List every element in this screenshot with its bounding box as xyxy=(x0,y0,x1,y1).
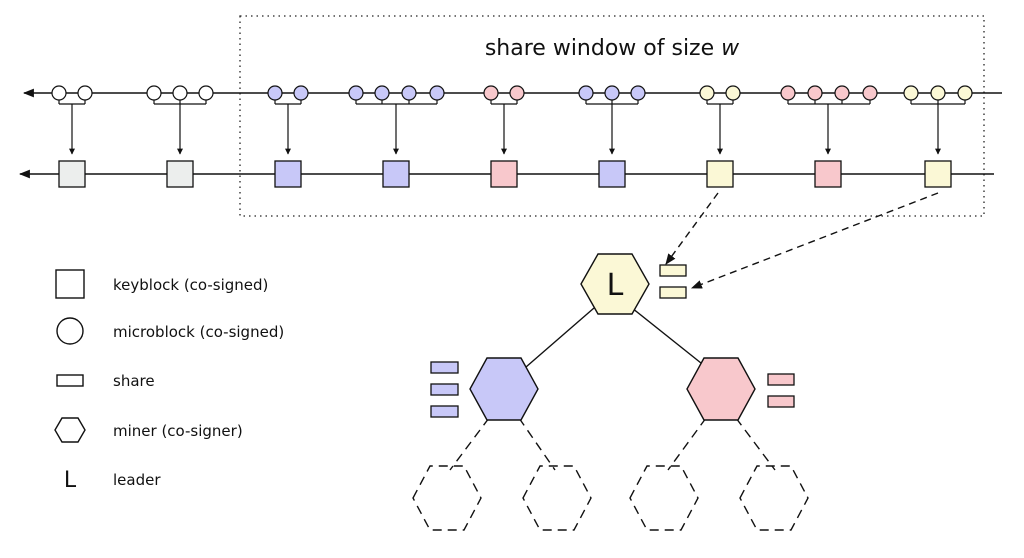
microblock-group xyxy=(699,85,741,155)
share xyxy=(659,286,687,299)
microblock xyxy=(834,85,850,101)
miner-placeholder xyxy=(412,465,482,531)
microblock xyxy=(957,85,973,101)
share xyxy=(767,395,795,408)
miner-placeholder xyxy=(522,465,592,531)
window-size-variable: w xyxy=(721,36,740,61)
microblock xyxy=(725,85,741,101)
share-icon xyxy=(56,374,84,387)
microblock xyxy=(509,85,525,101)
microblock xyxy=(903,85,919,101)
tree-edge xyxy=(525,307,595,368)
tree-edge-dashed xyxy=(449,417,490,471)
microblock xyxy=(578,85,594,101)
miner-pink xyxy=(686,357,756,421)
keyblock xyxy=(814,160,842,188)
keyblock xyxy=(58,160,86,188)
tree-edge-dashed xyxy=(518,417,556,471)
microblock xyxy=(401,85,417,101)
microblock xyxy=(483,85,499,101)
microblock xyxy=(807,85,823,101)
microblock xyxy=(699,85,715,101)
legend: keyblock (co-signed) microblock (co-sign… xyxy=(54,269,284,493)
microblock xyxy=(374,85,390,101)
share xyxy=(430,405,459,418)
microblock xyxy=(146,85,162,101)
microblock-group xyxy=(146,85,214,155)
microblock xyxy=(198,85,214,101)
leader-miner xyxy=(580,253,650,315)
tree-edge xyxy=(631,307,707,368)
share xyxy=(659,264,687,277)
share-window-title: share window of size w xyxy=(485,36,740,61)
microblock xyxy=(780,85,796,101)
share-window-box xyxy=(239,15,985,217)
microblock xyxy=(172,85,188,101)
microblock xyxy=(930,85,946,101)
microblock xyxy=(630,85,646,101)
miner-placeholder xyxy=(739,465,809,531)
share xyxy=(430,361,459,374)
legend-label-share: share xyxy=(113,372,155,390)
microblock-group xyxy=(51,85,93,155)
microblock-group xyxy=(348,85,445,155)
keyblock xyxy=(166,160,194,188)
microblock xyxy=(267,85,283,101)
microblock-group xyxy=(578,85,646,155)
microblock xyxy=(51,85,67,101)
tree-edge-dashed xyxy=(667,417,707,471)
microblock xyxy=(604,85,620,101)
share-link xyxy=(665,192,719,265)
legend-label-leader: leader xyxy=(113,471,161,489)
microblock xyxy=(77,85,93,101)
miner-placeholder xyxy=(629,465,699,531)
miner-icon xyxy=(54,417,86,443)
share-link xyxy=(690,192,939,289)
legend-label-microblock: microblock (co-signed) xyxy=(113,323,284,341)
keyblock xyxy=(382,160,410,188)
keyblock-icon xyxy=(55,269,85,299)
keyblock xyxy=(598,160,626,188)
microblock xyxy=(429,85,445,101)
keyblock xyxy=(924,160,952,188)
leader-label: L xyxy=(607,268,624,303)
microblock xyxy=(348,85,364,101)
leader-icon: L xyxy=(64,468,77,493)
share-window-title-text: share window of size xyxy=(485,36,721,61)
legend-label-miner: miner (co-signer) xyxy=(113,422,243,440)
microblock-group xyxy=(483,85,525,155)
microblock-group xyxy=(780,85,878,155)
miner-blue xyxy=(469,357,539,421)
microblock-icon xyxy=(56,317,84,345)
keyblock xyxy=(706,160,734,188)
microblock-group xyxy=(267,85,309,155)
keyblock xyxy=(490,160,518,188)
tree-edge-dashed xyxy=(735,417,776,471)
share xyxy=(430,383,459,396)
microblock xyxy=(862,85,878,101)
microblock-group xyxy=(903,85,973,155)
microblock xyxy=(293,85,309,101)
share xyxy=(767,373,795,386)
legend-label-keyblock: keyblock (co-signed) xyxy=(113,276,268,294)
keyblock xyxy=(274,160,302,188)
